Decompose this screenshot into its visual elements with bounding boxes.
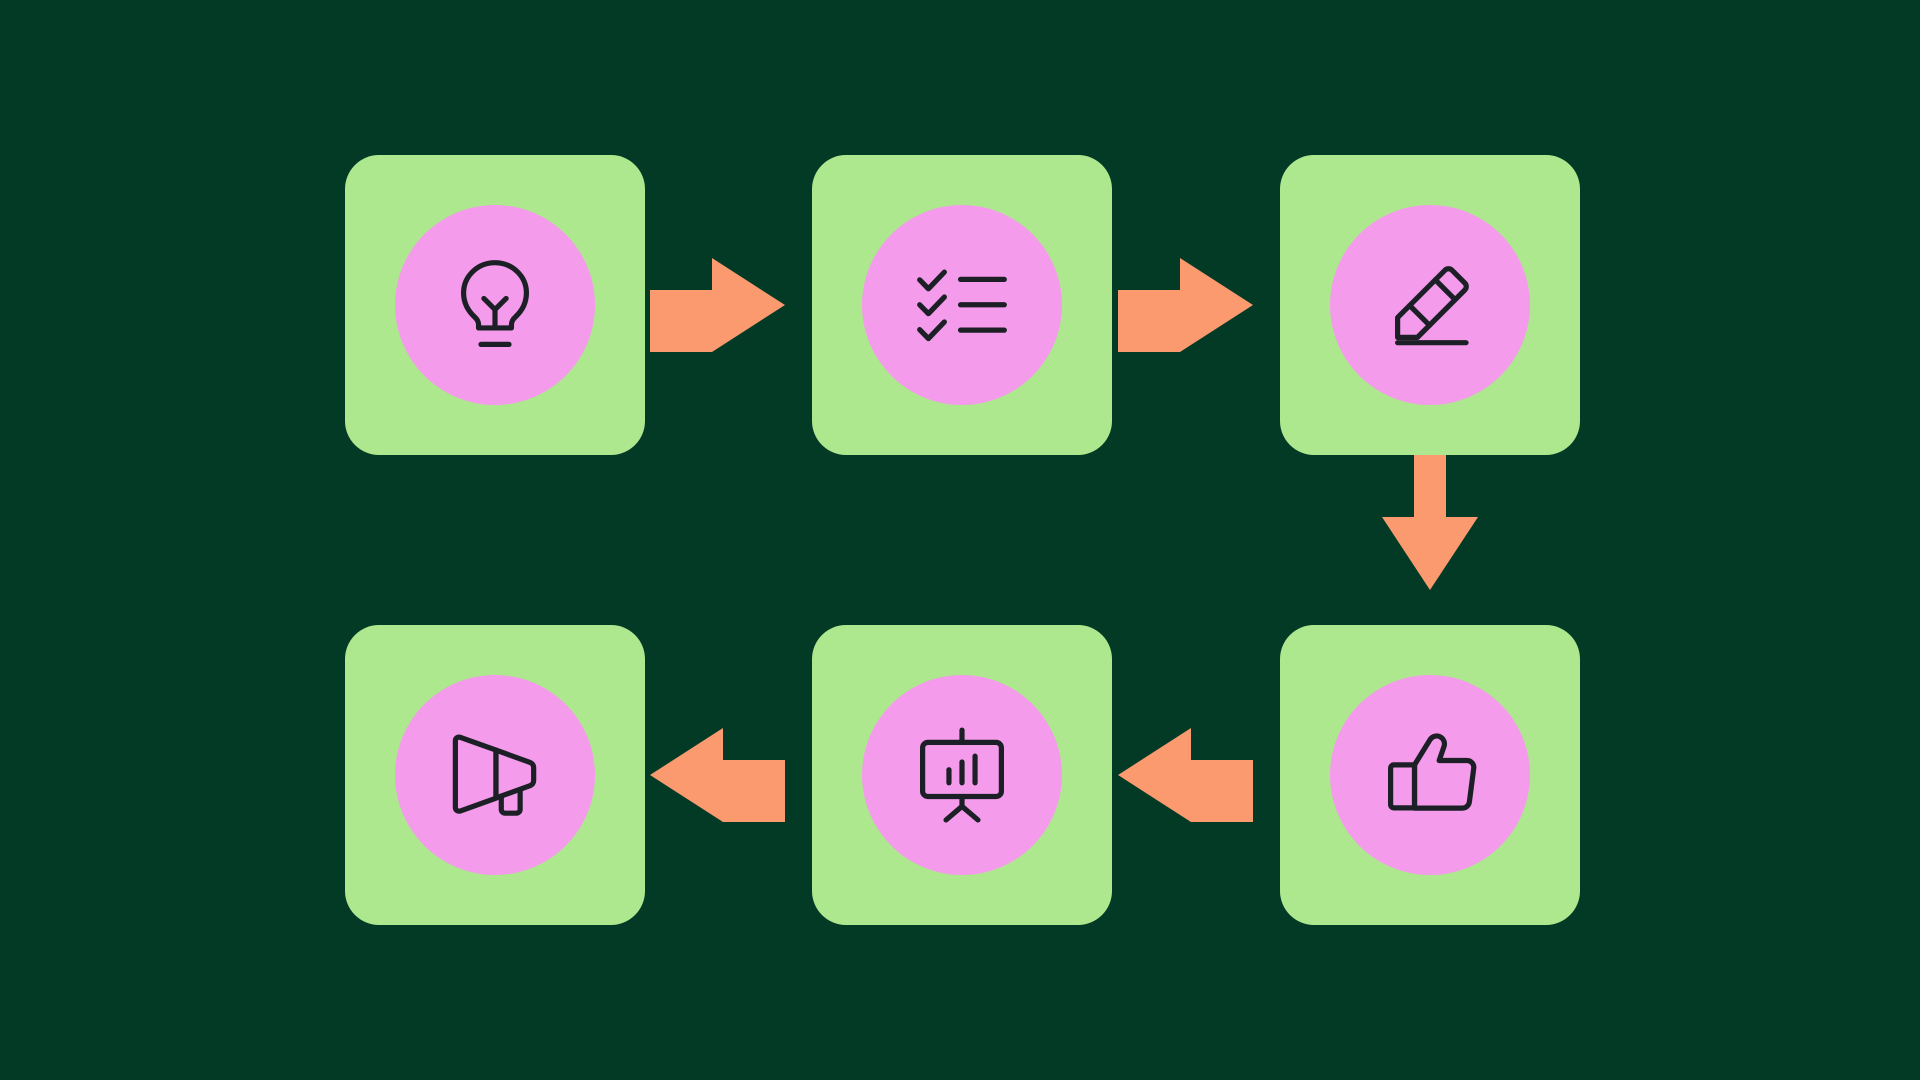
icon-badge: [1330, 675, 1530, 875]
flow-node-presentation[interactable]: [812, 625, 1112, 925]
flow-node-approval[interactable]: [1280, 625, 1580, 925]
icon-badge: [395, 675, 595, 875]
icon-badge: [395, 205, 595, 405]
icon-badge: [1330, 205, 1530, 405]
icon-badge: [862, 205, 1062, 405]
arrow-right-node1-node2: [650, 258, 785, 352]
flow-node-checklist[interactable]: [812, 155, 1112, 455]
presentation-chart-icon: [920, 727, 1004, 823]
pencil-edit-icon: [1395, 266, 1469, 346]
arrow-left-node5-node6: [650, 728, 785, 822]
checklist-icon: [917, 269, 1007, 342]
thumbs-up-icon: [1388, 733, 1477, 811]
arrow-down-node3-node4: [1382, 455, 1478, 590]
flow-node-edit[interactable]: [1280, 155, 1580, 455]
arrow-right-node2-node3: [1118, 258, 1253, 352]
lightbulb-icon: [460, 260, 530, 347]
flow-node-promotion[interactable]: [345, 625, 645, 925]
arrow-left-node4-node5: [1118, 728, 1253, 822]
megaphone-icon: [452, 734, 537, 816]
flow-node-lightbulb[interactable]: [345, 155, 645, 455]
icon-badge: [862, 675, 1062, 875]
